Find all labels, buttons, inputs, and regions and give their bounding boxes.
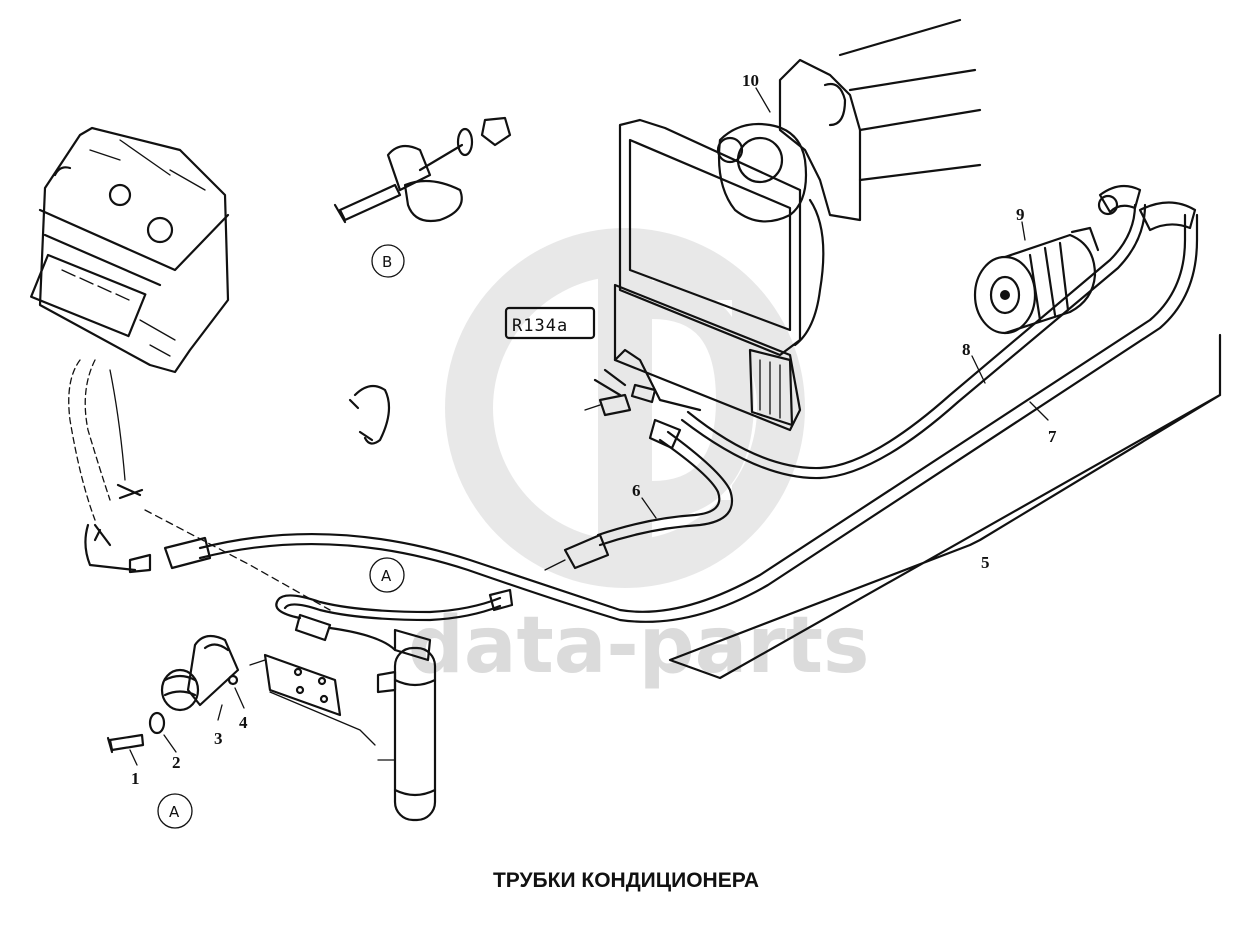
leader-lines <box>129 87 1049 766</box>
callout-8: 8 <box>962 340 971 359</box>
callout-5: 5 <box>981 553 990 572</box>
drier-bracket <box>249 653 376 746</box>
refrigerant-plate: R134a <box>504 306 596 340</box>
view-marker-a-upper: A <box>381 567 392 585</box>
group-bracket-5 <box>668 333 1222 680</box>
view-marker-b: B <box>382 253 392 271</box>
compressor <box>973 226 1100 335</box>
callout-6: 6 <box>632 481 641 500</box>
washer-2 <box>148 711 166 735</box>
bolt-1 <box>108 733 145 752</box>
callout-3: 3 <box>214 729 223 748</box>
clip <box>348 384 391 445</box>
view-marker-a-lower: A <box>169 803 180 821</box>
callouts: 1 2 3 4 5 6 7 8 9 10 <box>131 71 1057 788</box>
heater-hoses <box>68 359 331 611</box>
hose-6 <box>544 418 733 571</box>
detail-b-parts <box>333 116 512 224</box>
callout-1: 1 <box>131 769 140 788</box>
clamp-parts <box>106 634 240 754</box>
spacer-3 <box>160 668 200 712</box>
callout-10: 10 <box>742 71 759 90</box>
receiver-drier <box>376 628 437 822</box>
callout-4: 4 <box>239 713 248 732</box>
callout-2: 2 <box>172 753 181 772</box>
drier-line <box>275 588 514 652</box>
radiator-frame <box>716 18 982 347</box>
condenser <box>584 118 802 432</box>
callout-9: 9 <box>1016 205 1025 224</box>
diagram-caption: ТРУБКИ КОНДИЦИОНЕРА <box>492 869 760 892</box>
heater-unit <box>30 126 230 374</box>
pipe-5 <box>163 201 1199 623</box>
pipe-8 <box>680 184 1147 480</box>
watermark: data-parts <box>408 228 869 691</box>
refrigerant-plate-text: R134a <box>512 316 568 336</box>
callout-7: 7 <box>1048 427 1057 446</box>
watermark-text: data-parts <box>408 601 869 691</box>
view-markers: B A A <box>157 244 405 829</box>
watermark-logo <box>445 228 805 588</box>
clamp-4 <box>186 634 240 707</box>
